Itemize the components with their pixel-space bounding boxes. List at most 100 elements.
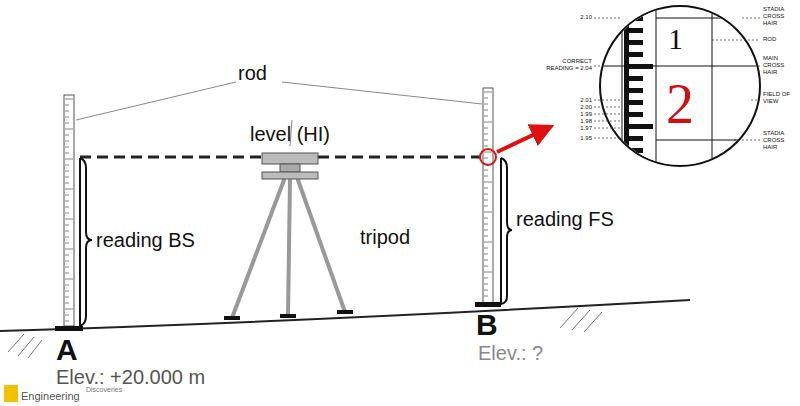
rod-graduation bbox=[65, 165, 69, 166]
rod-graduation bbox=[65, 225, 69, 226]
inset-label: ROD bbox=[763, 36, 776, 43]
rod-graduation bbox=[484, 206, 488, 207]
rod-marking bbox=[629, 88, 643, 93]
rod-graduation bbox=[65, 153, 69, 154]
rod-graduation bbox=[484, 140, 488, 141]
rod-value: 1.99 bbox=[562, 111, 592, 118]
watermark: Discoveries bbox=[86, 386, 122, 394]
rod-value: 1.98 bbox=[562, 118, 592, 125]
rod-graduation bbox=[484, 116, 488, 117]
inset-label: STADIA CROSS HAIR bbox=[763, 130, 797, 151]
rod-graduation bbox=[65, 291, 69, 292]
rod-b bbox=[483, 88, 493, 303]
rod-graduation bbox=[484, 194, 488, 195]
tripod-legs bbox=[232, 180, 345, 318]
rod-marking bbox=[629, 160, 643, 165]
rod-graduation bbox=[484, 176, 488, 177]
part-name: rod bbox=[238, 62, 267, 85]
rod-value: 2.10 bbox=[562, 14, 592, 21]
rod-graduation bbox=[484, 134, 488, 135]
rod-value: 1.95 bbox=[562, 135, 592, 142]
rod-graduation bbox=[65, 117, 69, 118]
rod-numeral: 1 bbox=[668, 22, 683, 57]
rod-graduation bbox=[484, 104, 488, 105]
level-instrument bbox=[262, 153, 318, 179]
rod-value: 2.01 bbox=[562, 97, 592, 104]
reading-bs-bracket bbox=[80, 158, 92, 326]
rod-graduation bbox=[65, 267, 69, 268]
reading-label: reading BS bbox=[96, 229, 195, 252]
rod-graduation bbox=[484, 260, 488, 261]
cross-hairs bbox=[600, 6, 760, 166]
rod-value: CORRECT READING = 2.04 bbox=[546, 58, 592, 72]
rod-leader bbox=[76, 82, 482, 146]
rod-graduation bbox=[65, 195, 69, 196]
inset-label: STADIA CROSS HAIR bbox=[763, 6, 797, 27]
rod-graduation bbox=[65, 171, 69, 172]
rod-graduation bbox=[484, 92, 492, 93]
rod-graduation bbox=[484, 122, 492, 123]
rod-graduation bbox=[65, 129, 73, 130]
elevation-label: Elev.: +20.000 m bbox=[56, 366, 205, 389]
rod-graduation bbox=[65, 273, 69, 274]
reading-label: reading FS bbox=[516, 208, 614, 231]
rod-marking bbox=[629, 76, 643, 81]
rod-graduation bbox=[484, 224, 488, 225]
rod-graduation bbox=[65, 309, 73, 310]
rod-graduation bbox=[65, 141, 69, 142]
rod-graduation bbox=[484, 284, 488, 285]
rod-graduation bbox=[484, 152, 492, 153]
rod-marking bbox=[629, 28, 643, 33]
rod-graduation bbox=[65, 135, 69, 136]
rod-graduation bbox=[65, 255, 69, 256]
rod-graduation bbox=[65, 183, 69, 184]
inset-rod bbox=[622, 0, 656, 170]
inset-label: FIELD OF VIEW bbox=[763, 91, 797, 105]
part-name: tripod bbox=[360, 226, 410, 249]
point-b bbox=[475, 302, 501, 307]
rod-graduation bbox=[65, 279, 73, 280]
rod-graduation bbox=[484, 182, 492, 183]
rod-graduation bbox=[484, 200, 488, 201]
rod-graduation bbox=[65, 159, 73, 160]
rod-graduation bbox=[484, 296, 488, 297]
rod-graduation bbox=[65, 243, 69, 244]
rod-graduation bbox=[484, 188, 488, 189]
rod-marking bbox=[629, 148, 643, 153]
rod-graduation bbox=[65, 321, 69, 322]
rod-marking bbox=[629, 124, 653, 129]
rod-graduation bbox=[65, 189, 73, 190]
rod-marking bbox=[629, 136, 643, 141]
rod-value: 1.97 bbox=[562, 125, 592, 132]
rod-marking bbox=[629, 112, 643, 117]
rod-graduation bbox=[484, 218, 488, 219]
rod-graduation bbox=[65, 237, 69, 238]
tripod-feet bbox=[224, 310, 353, 320]
inset-label: MAIN CROSS HAIR bbox=[763, 55, 797, 76]
callout-arrow bbox=[497, 127, 550, 152]
elevation-label: Elev.: ? bbox=[478, 342, 543, 365]
rod-graduation bbox=[65, 219, 73, 220]
point-name: A bbox=[56, 333, 78, 368]
rod-value: 2.00 bbox=[562, 104, 592, 111]
watermark: Engineering bbox=[21, 390, 80, 403]
rod-graduation bbox=[65, 261, 69, 262]
rod-graduation bbox=[65, 105, 69, 106]
rod-graduation bbox=[65, 147, 69, 148]
rod-graduation bbox=[484, 272, 492, 273]
rod-marking bbox=[629, 16, 643, 21]
rod-marking bbox=[629, 40, 643, 45]
rod-graduation bbox=[484, 278, 488, 279]
point-name: B bbox=[476, 308, 498, 343]
rod-graduation bbox=[484, 110, 488, 111]
rod-graduation bbox=[65, 111, 69, 112]
rod-graduation bbox=[65, 201, 69, 202]
rod-graduation bbox=[484, 146, 488, 147]
rod-graduation bbox=[484, 98, 488, 99]
rod-graduation bbox=[484, 290, 488, 291]
rod-graduation bbox=[484, 212, 492, 213]
rod-a bbox=[64, 95, 74, 326]
rod-marking bbox=[629, 100, 643, 105]
ground-line bbox=[0, 300, 690, 331]
watermark-logo bbox=[4, 385, 18, 402]
